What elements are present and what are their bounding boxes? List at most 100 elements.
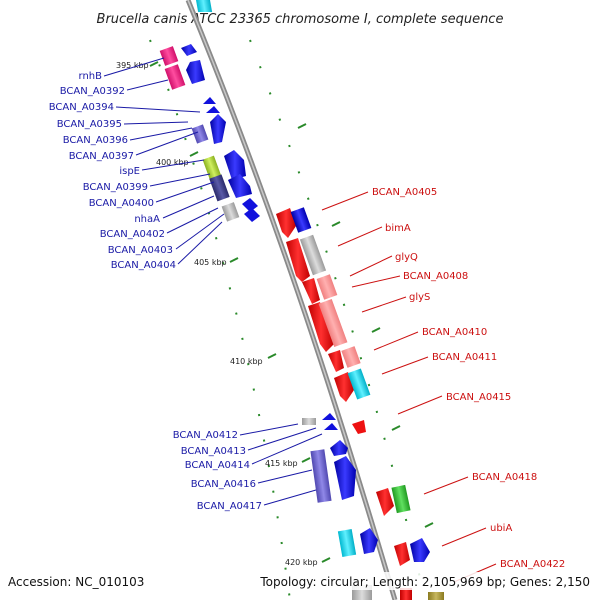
scale-tick [267,353,277,359]
gene-arrow [224,150,246,180]
leader-line [123,121,189,125]
leader-line [239,423,299,436]
leader-line [155,181,215,203]
gene-arrow [322,413,336,420]
gene-block [209,174,230,202]
gene-arrow [228,174,252,198]
gene-label-left: BCAN_A0403 [108,245,173,256]
scale-label: 405 kbp [194,258,227,267]
scale-label: 415 kbp [265,459,298,468]
gene-block [347,368,371,400]
gene-label-right: bimA [385,223,411,234]
gene-label-right: BCAN_A0418 [472,472,537,483]
gene-label-left: nhaA [134,214,160,225]
chromosome-backbone-highlight [187,0,396,601]
gene-label-left: ispE [119,166,140,177]
gene-label-left: BCAN_A0417 [197,501,262,512]
scale-label: 420 kbp [285,558,318,567]
gene-glyphs [159,0,444,600]
gene-arrow [206,106,220,113]
leader-line [263,489,317,506]
gene-block [391,484,411,514]
gene-arrow [242,198,258,212]
scale-tick [301,457,311,463]
gene-arrow [394,542,410,566]
gene-block [318,298,348,348]
leader-line [441,527,487,547]
footer-backdrop [0,572,600,590]
gene-label-right: BCAN_A0411 [432,352,497,363]
gene-arrow [376,488,394,516]
leader-line [166,207,219,234]
leader-line [397,395,443,415]
leader-line [175,213,225,250]
scale-tick [424,522,434,528]
leader-line [321,191,369,211]
gene-label-left: BCAN_A0404 [111,260,176,271]
gene-arrow [334,456,356,500]
leader-line [103,57,165,77]
gene-block [337,528,357,558]
gene-block [302,418,316,425]
gene-label-left: BCAN_A0399 [83,182,148,193]
gene-label-right: BCAN_A0415 [446,392,511,403]
leader-line [247,427,317,451]
gene-label-left: BCAN_A0392 [60,86,125,97]
scale-label: 400 kbp [156,158,189,167]
gene-arrow [410,538,430,562]
leader-line [257,469,313,484]
gene-label-left: BCAN_A0397 [69,151,134,162]
scale-tick [189,151,199,157]
gene-label-left: BCAN_A0400 [89,198,154,209]
gene-arrow [181,44,197,56]
gene-label-right: glyQ [395,252,418,263]
scale-tick [229,257,239,263]
gene-arrow [330,440,348,456]
gene-label-right: BCAN_A0422 [500,559,565,570]
gene-block [428,592,444,600]
leader-line [351,275,401,288]
leader-line [141,159,205,171]
scale-tick [297,123,307,129]
leader-line [381,356,429,375]
gene-arrow [210,114,226,144]
gene-label-right: BCAN_A0405 [372,187,437,198]
gene-arrow [276,208,296,238]
leader-line [423,476,469,495]
gene-block [316,274,338,300]
gene-label-right: BCAN_A0408 [403,271,468,282]
leader-line [115,106,201,113]
gene-arrow [352,420,366,434]
gene-label-left: BCAN_A0414 [185,460,250,471]
gene-arrow [360,528,378,554]
gene-arrow [324,423,338,430]
gene-block [290,207,312,233]
accession-text: Accession: NC_010103 [8,575,144,589]
leader-line [126,79,169,91]
gene-arrow [244,208,260,222]
topology-text: Topology: circular; Length: 2,105,969 bp… [259,575,590,589]
gene-label-right: BCAN_A0410 [422,327,487,338]
gene-label-left: BCAN_A0402 [100,229,165,240]
scale-label: 395 kbp [116,61,149,70]
map-title: Brucella canis ATCC 23365 chromosome I, … [97,12,504,27]
gene-block [221,202,240,222]
gene-block [400,588,412,600]
leader-line [162,195,215,219]
scale-tick [331,221,341,227]
gene-arrow [302,278,320,304]
gene-block [196,0,213,12]
leader-line [337,226,383,247]
scale-tick [149,61,159,67]
gene-label-right: ubiA [490,523,512,534]
gene-arrow [203,97,216,104]
guide-track-inner [249,39,426,601]
leader-line [149,173,211,187]
gene-block [310,449,332,503]
gene-arrow [286,238,310,282]
scale-ticks [149,61,434,563]
leader-line [361,296,407,313]
scale-tick [371,327,381,333]
gene-block [159,46,179,66]
